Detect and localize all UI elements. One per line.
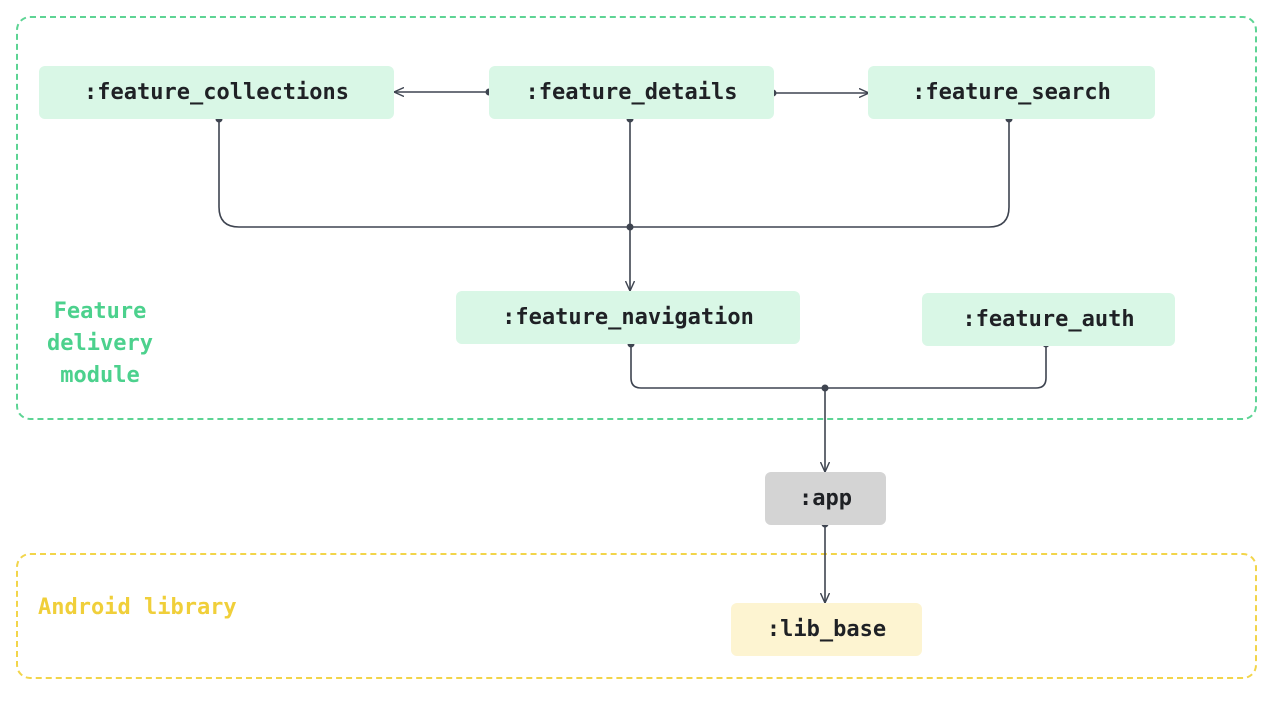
node-feature-details: :feature_details xyxy=(489,66,774,119)
node-lib-base: :lib_base xyxy=(731,603,922,656)
feature-delivery-label: Feature delivery module xyxy=(47,299,153,388)
node-feature-collections: :feature_collections xyxy=(39,66,394,119)
node-feature-collections-label: :feature_collections xyxy=(84,80,349,105)
node-feature-auth-label: :feature_auth xyxy=(962,307,1135,332)
node-feature-navigation: :feature_navigation xyxy=(456,291,800,344)
feature-delivery-group xyxy=(16,16,1257,420)
node-app-label: :app xyxy=(799,486,852,511)
node-feature-search-label: :feature_search xyxy=(912,80,1111,105)
android-library-group xyxy=(16,553,1257,679)
node-feature-auth: :feature_auth xyxy=(922,293,1175,346)
node-lib-base-label: :lib_base xyxy=(766,617,887,642)
node-app: :app xyxy=(765,472,886,525)
node-feature-details-label: :feature_details xyxy=(525,80,738,105)
node-feature-navigation-label: :feature_navigation xyxy=(502,305,754,330)
android-library-label: Android library xyxy=(38,595,237,620)
node-feature-search: :feature_search xyxy=(868,66,1155,119)
